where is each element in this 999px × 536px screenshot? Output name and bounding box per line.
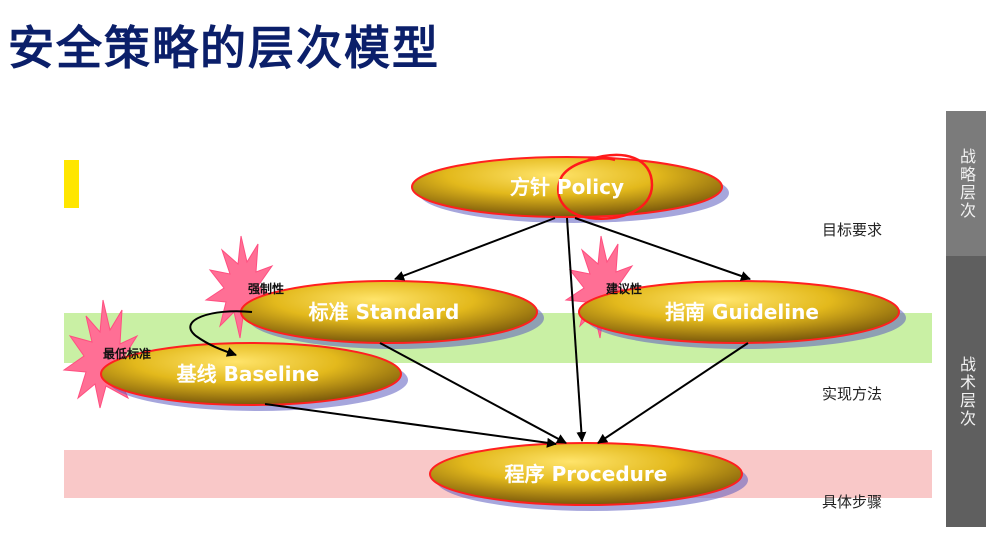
level-method: 实现方法	[822, 385, 883, 403]
node-procedure	[429, 442, 743, 506]
node-guideline	[578, 280, 900, 344]
level-goal: 目标要求	[822, 221, 883, 239]
starburst-baseline	[62, 299, 142, 409]
level-steps: 具体步骤	[822, 493, 883, 511]
arrow-guideline-procedure	[597, 342, 749, 444]
node-baseline-label: 基线 Baseline	[177, 362, 320, 386]
node-guideline-label: 指南 Guideline	[665, 300, 819, 324]
strategic-level-bar: 战略层次	[946, 111, 986, 256]
arrow-standard-procedure	[379, 342, 567, 444]
arrow-standard-baseline	[189, 310, 253, 357]
yellow-marker	[64, 160, 79, 208]
tactical-level-bar: 战术层次	[946, 256, 986, 527]
node-standard-label: 标准 Standard	[309, 300, 460, 324]
node-baseline	[100, 342, 402, 406]
arrow-policy-standard	[394, 217, 556, 281]
strategic-level-label: 战略层次	[957, 147, 976, 220]
tag-advisory: 建议性	[606, 282, 643, 296]
page-title: 安全策略的层次模型	[8, 21, 440, 75]
policy-annotation-circle	[557, 153, 654, 220]
arrow-policy-guideline	[574, 217, 751, 281]
arrow-policy-procedure	[566, 217, 587, 442]
arrow-baseline-procedure	[264, 403, 557, 448]
tactical-level-label: 战术层次	[957, 355, 976, 428]
node-procedure-label: 程序 Procedure	[505, 462, 668, 486]
node-policy-label: 方针 Policy	[510, 175, 624, 199]
tag-mandatory: 强制性	[248, 282, 285, 296]
tag-minimum: 最低标准	[103, 347, 152, 361]
